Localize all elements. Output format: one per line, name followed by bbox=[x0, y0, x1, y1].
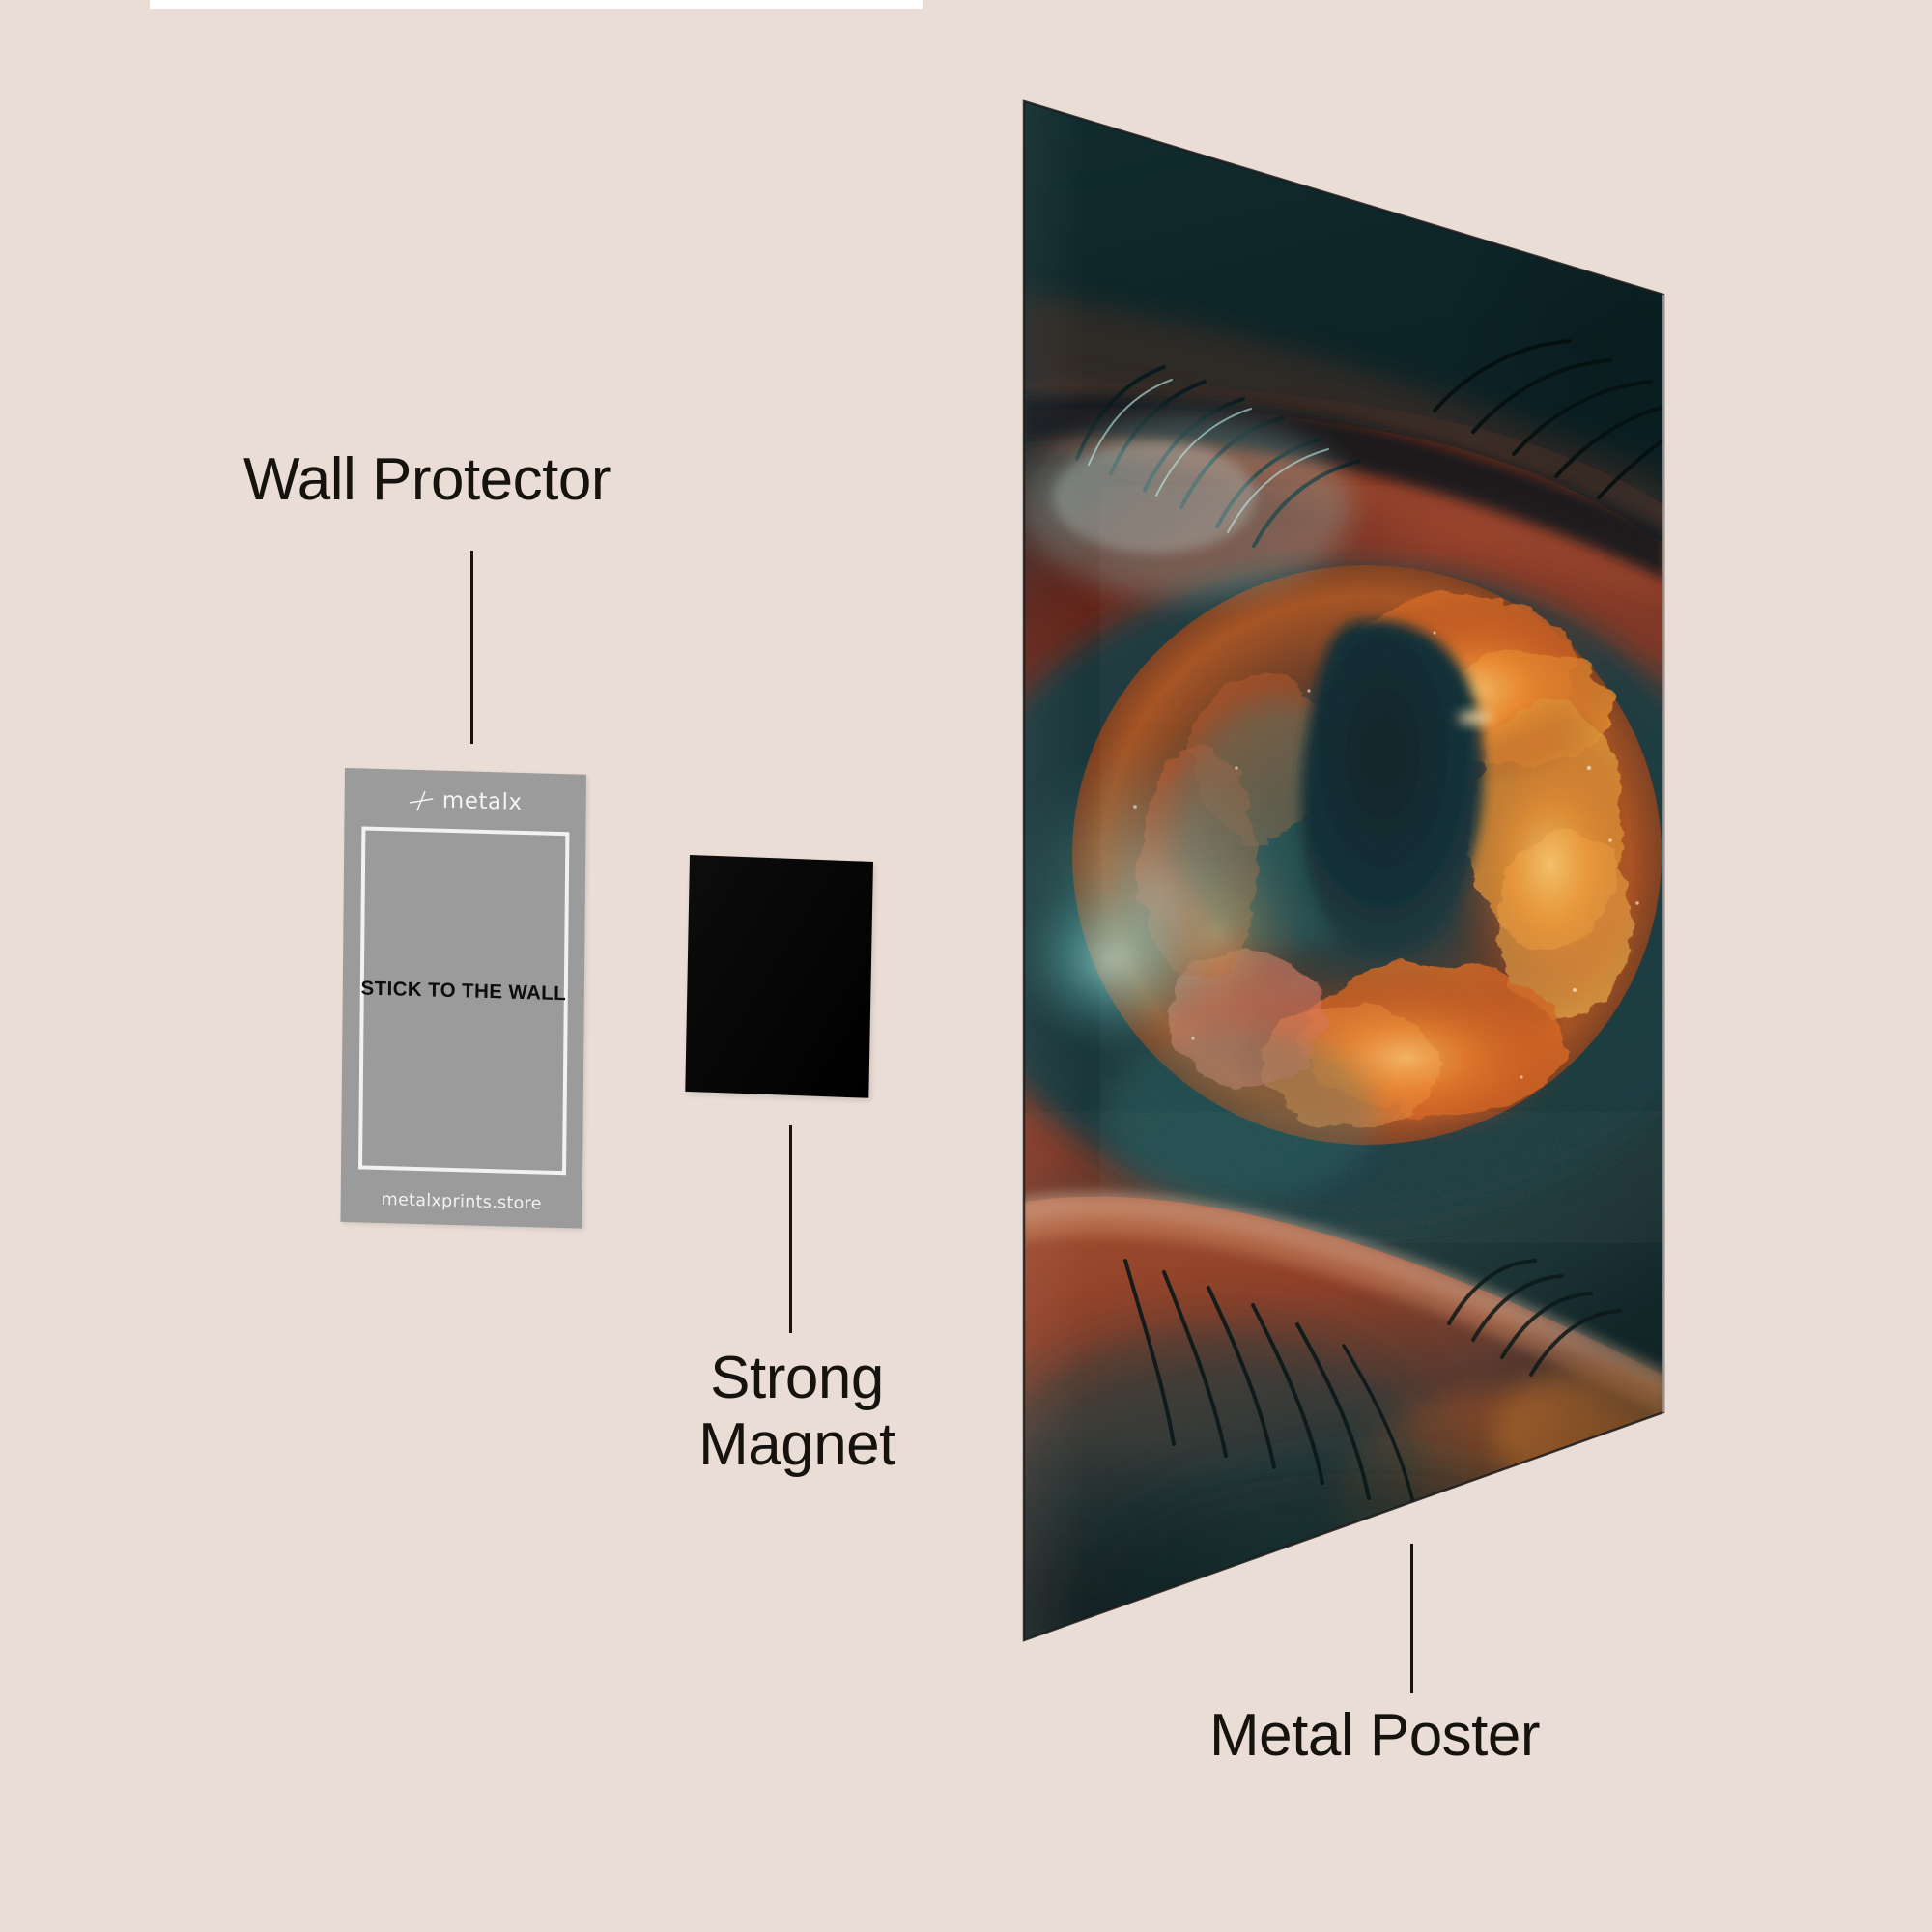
metalx-logo-text: metalx bbox=[441, 787, 523, 815]
wall-protector-card: metalx STICK TO THE WALL metalxprints.st… bbox=[340, 768, 586, 1229]
metalx-cross-icon bbox=[410, 790, 434, 810]
metalx-logo: metalx bbox=[345, 787, 586, 816]
leader-line-metal-poster bbox=[1410, 1544, 1413, 1693]
callout-label-wall-protector: Wall Protector bbox=[243, 446, 611, 513]
callout-label-metal-poster: Metal Poster bbox=[1209, 1702, 1541, 1769]
strong-magnet-object bbox=[685, 855, 873, 1098]
leader-line-wall-protector bbox=[470, 551, 473, 744]
metalxprints-store-url: metalxprints.store bbox=[381, 1190, 542, 1214]
top-white-strip bbox=[150, 0, 923, 9]
leader-line-strong-magnet bbox=[789, 1125, 792, 1333]
metal-poster-artwork bbox=[1019, 92, 1666, 1657]
callout-label-strong-magnet: Strong Magnet bbox=[698, 1345, 895, 1479]
